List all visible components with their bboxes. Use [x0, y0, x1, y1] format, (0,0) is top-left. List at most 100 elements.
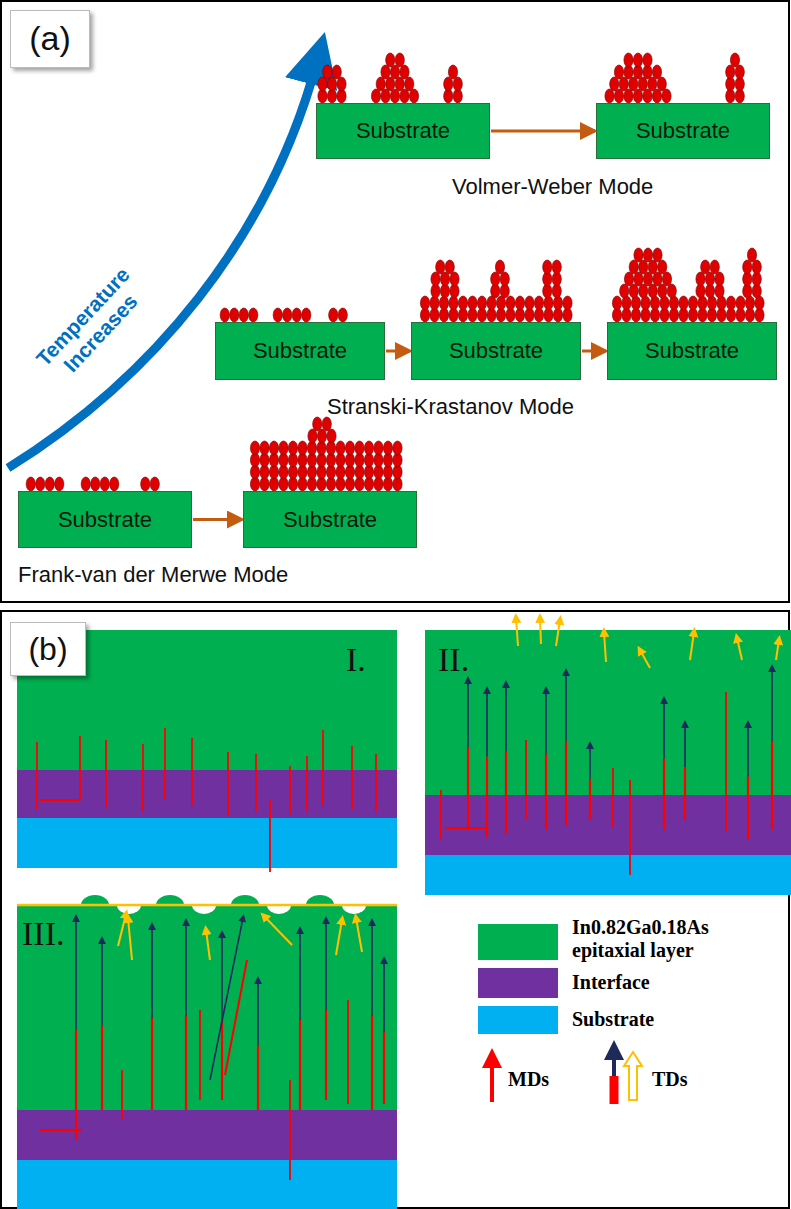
- threading-dislocation: [356, 918, 362, 952]
- threading-dislocation: [747, 724, 749, 776]
- box-label: Substrate: [253, 338, 347, 364]
- atom: [453, 77, 462, 91]
- substrate-box: Substrate: [411, 322, 581, 380]
- misfit-dislocation: [221, 1017, 223, 1100]
- misfit-dislocation: [663, 759, 665, 831]
- mode-label: Volmer-Weber Mode: [452, 174, 653, 199]
- misfit-dislocation: [486, 757, 488, 838]
- atom: [444, 77, 453, 91]
- subpanel-label: III.: [22, 914, 64, 953]
- growth-arrow: [193, 518, 242, 521]
- atom: [515, 296, 524, 310]
- threading-dislocation: [640, 650, 650, 668]
- atom: [624, 272, 633, 286]
- atom: [696, 272, 705, 286]
- atom: [643, 53, 652, 67]
- atom: [374, 441, 383, 455]
- atom: [648, 77, 657, 91]
- misfit-dislocation: [289, 766, 291, 814]
- misfit-dislocation: [255, 754, 257, 812]
- atom: [747, 248, 756, 262]
- td-sample: [610, 1076, 619, 1104]
- epi-layer: [17, 905, 397, 1110]
- substrate-box: Substrate: [215, 322, 385, 380]
- surface-bump: [306, 895, 334, 905]
- atom: [552, 260, 561, 274]
- atom: [81, 477, 90, 491]
- atom: [395, 77, 404, 91]
- surface-pit: [192, 905, 216, 914]
- threading-dislocation: [690, 632, 694, 660]
- misfit-dislocation: [440, 790, 442, 840]
- threading-dislocation: [371, 922, 373, 1016]
- interface-layer: [425, 795, 791, 855]
- misfit-dislocation: [306, 756, 308, 812]
- misfit-dislocation: [269, 800, 271, 872]
- threading-dislocation: [206, 930, 210, 960]
- threading-dislocation: [771, 668, 773, 741]
- atom: [239, 308, 248, 322]
- legend-swatch: [478, 968, 558, 998]
- atom: [230, 308, 239, 322]
- atom: [431, 272, 440, 286]
- threading-dislocation: [565, 672, 567, 741]
- atom: [141, 477, 150, 491]
- atom: [688, 296, 697, 310]
- atom: [495, 260, 504, 274]
- threading-dislocation: [257, 980, 259, 1045]
- misfit-dislocation: [467, 748, 469, 831]
- misfit-dislocation: [225, 960, 247, 1075]
- atom: [302, 308, 311, 322]
- atom: [269, 441, 278, 455]
- threading-dislocation: [486, 690, 488, 757]
- atom: [698, 296, 707, 310]
- atom: [100, 477, 109, 491]
- atom: [448, 65, 457, 79]
- atom: [371, 89, 380, 103]
- threading-dislocation: [75, 918, 77, 1029]
- misfit-dislocation: [299, 1020, 301, 1110]
- atom: [619, 77, 628, 91]
- atom: [624, 89, 633, 103]
- misfit-dislocation: [347, 1000, 349, 1104]
- threading-dislocation: [604, 632, 606, 662]
- atom: [730, 53, 739, 67]
- atom: [45, 477, 54, 491]
- atom: [624, 53, 633, 67]
- surface-pit: [117, 905, 141, 914]
- threading-dislocation: [336, 920, 342, 955]
- atom: [726, 65, 735, 79]
- atom: [543, 260, 552, 274]
- atom: [553, 296, 562, 310]
- atom: [658, 260, 667, 274]
- substrate-layer: [425, 855, 791, 895]
- atom: [260, 441, 269, 455]
- misfit-dislocation: [322, 730, 324, 806]
- atom: [477, 296, 486, 310]
- misfit-dislocation: [289, 1080, 291, 1180]
- atom: [458, 296, 467, 310]
- threading-dislocation: [540, 618, 541, 644]
- atom: [364, 441, 373, 455]
- misfit-dislocation: [684, 767, 686, 820]
- atom: [629, 260, 638, 274]
- box-label: Substrate: [449, 338, 543, 364]
- atom: [288, 441, 297, 455]
- atom: [717, 296, 726, 310]
- epi-layer: [425, 630, 791, 795]
- misfit-dislocation: [142, 744, 144, 812]
- atom: [605, 89, 614, 103]
- threading-dislocation: [663, 700, 665, 759]
- misfit-dislocation: [199, 1010, 201, 1100]
- atom: [327, 429, 336, 443]
- atom: [323, 65, 332, 79]
- misfit-dislocation: [40, 799, 80, 801]
- atom: [614, 89, 623, 103]
- temperature-arrow: [8, 58, 318, 468]
- atom: [420, 296, 429, 310]
- threading-dislocation: [589, 745, 591, 779]
- atom: [292, 308, 301, 322]
- atom: [629, 284, 638, 298]
- legend-label: TDs: [652, 1068, 732, 1091]
